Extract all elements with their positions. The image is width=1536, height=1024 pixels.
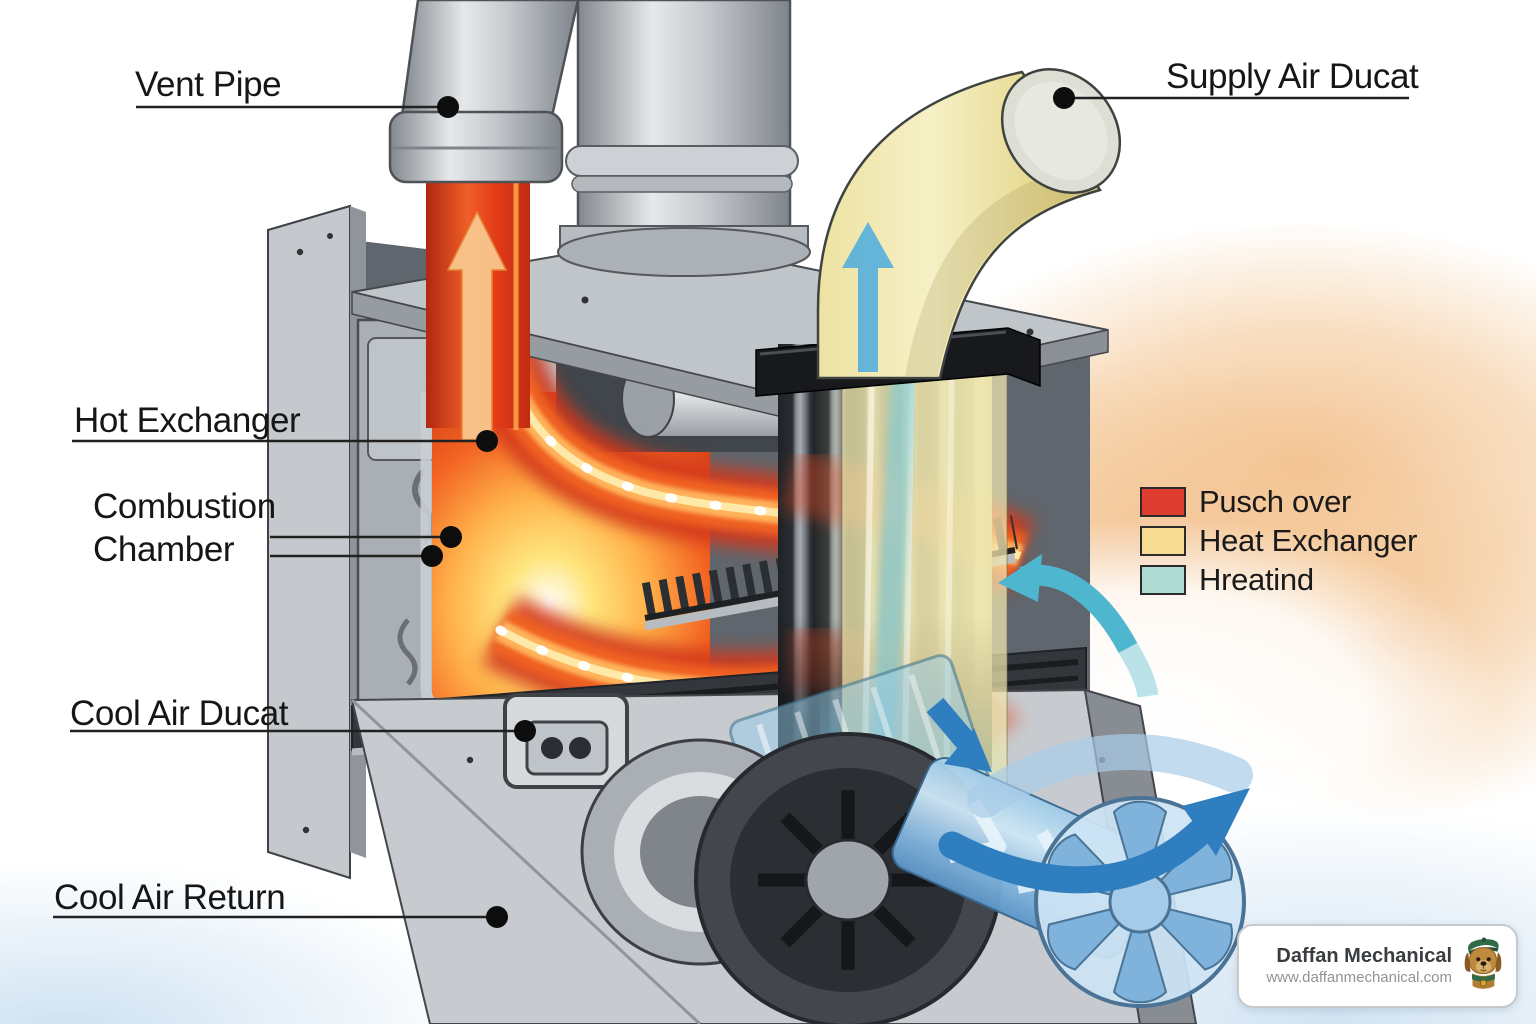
cool-air-arrows [926,554,1253,894]
dog-mascot-icon [1462,936,1504,997]
legend-label: Hreatind [1199,562,1314,597]
label-supply-air-duct: Supply Air Ducat [1166,57,1419,96]
legend-row-heat-exchanger: Heat Exchanger [1140,525,1417,556]
main-flue-pipe [576,0,792,254]
watermark-company: Daffan Mechanical [1276,945,1452,968]
fan-propeller [1034,796,1246,1008]
label-hot-exchanger: Hot Exchanger [74,401,301,440]
leader-dot [476,430,498,452]
label-cool-air-duct: Cool Air Ducat [70,694,289,733]
blower-assembly [580,654,1246,1024]
legend: Pusch over Heat Exchanger Hreatind [1140,486,1417,595]
leader-dot [1053,87,1075,109]
leader-dots [421,87,1075,928]
supply-air-up-arrow [842,222,894,372]
burner-plate [503,693,629,789]
leader-dot [421,545,443,567]
legend-swatch-yellow [1140,525,1186,556]
watermark-card: Daffan Mechanical www.daffanmechanical.c… [1237,924,1518,1008]
leader-dot [514,720,536,742]
legend-label: Heat Exchanger [1199,523,1418,558]
label-combustion-chamber: Combustion Chamber [93,487,276,569]
supply-air-duct-elbow [816,68,1122,380]
label-vent-pipe: Vent Pipe [135,65,282,104]
leader-dot [440,526,462,548]
leader-lines [53,96,1409,919]
legend-swatch-teal [1140,564,1186,595]
exhaust-column [426,166,530,441]
legend-row-hot: Pusch over [1140,486,1417,517]
legend-label: Pusch over [1199,484,1352,519]
label-cool-air-return: Cool Air Return [54,878,286,917]
legend-swatch-red [1140,486,1186,517]
leader-dot [486,906,508,928]
flue-pipe-assembly [557,0,811,277]
vent-pipe-elbow [388,0,580,184]
legend-row-heated: Hreatind [1140,564,1417,595]
leader-dot [437,96,459,118]
hot-flow-up-arrow [446,210,508,441]
watermark-website: www.daffanmechanical.com [1266,969,1452,987]
